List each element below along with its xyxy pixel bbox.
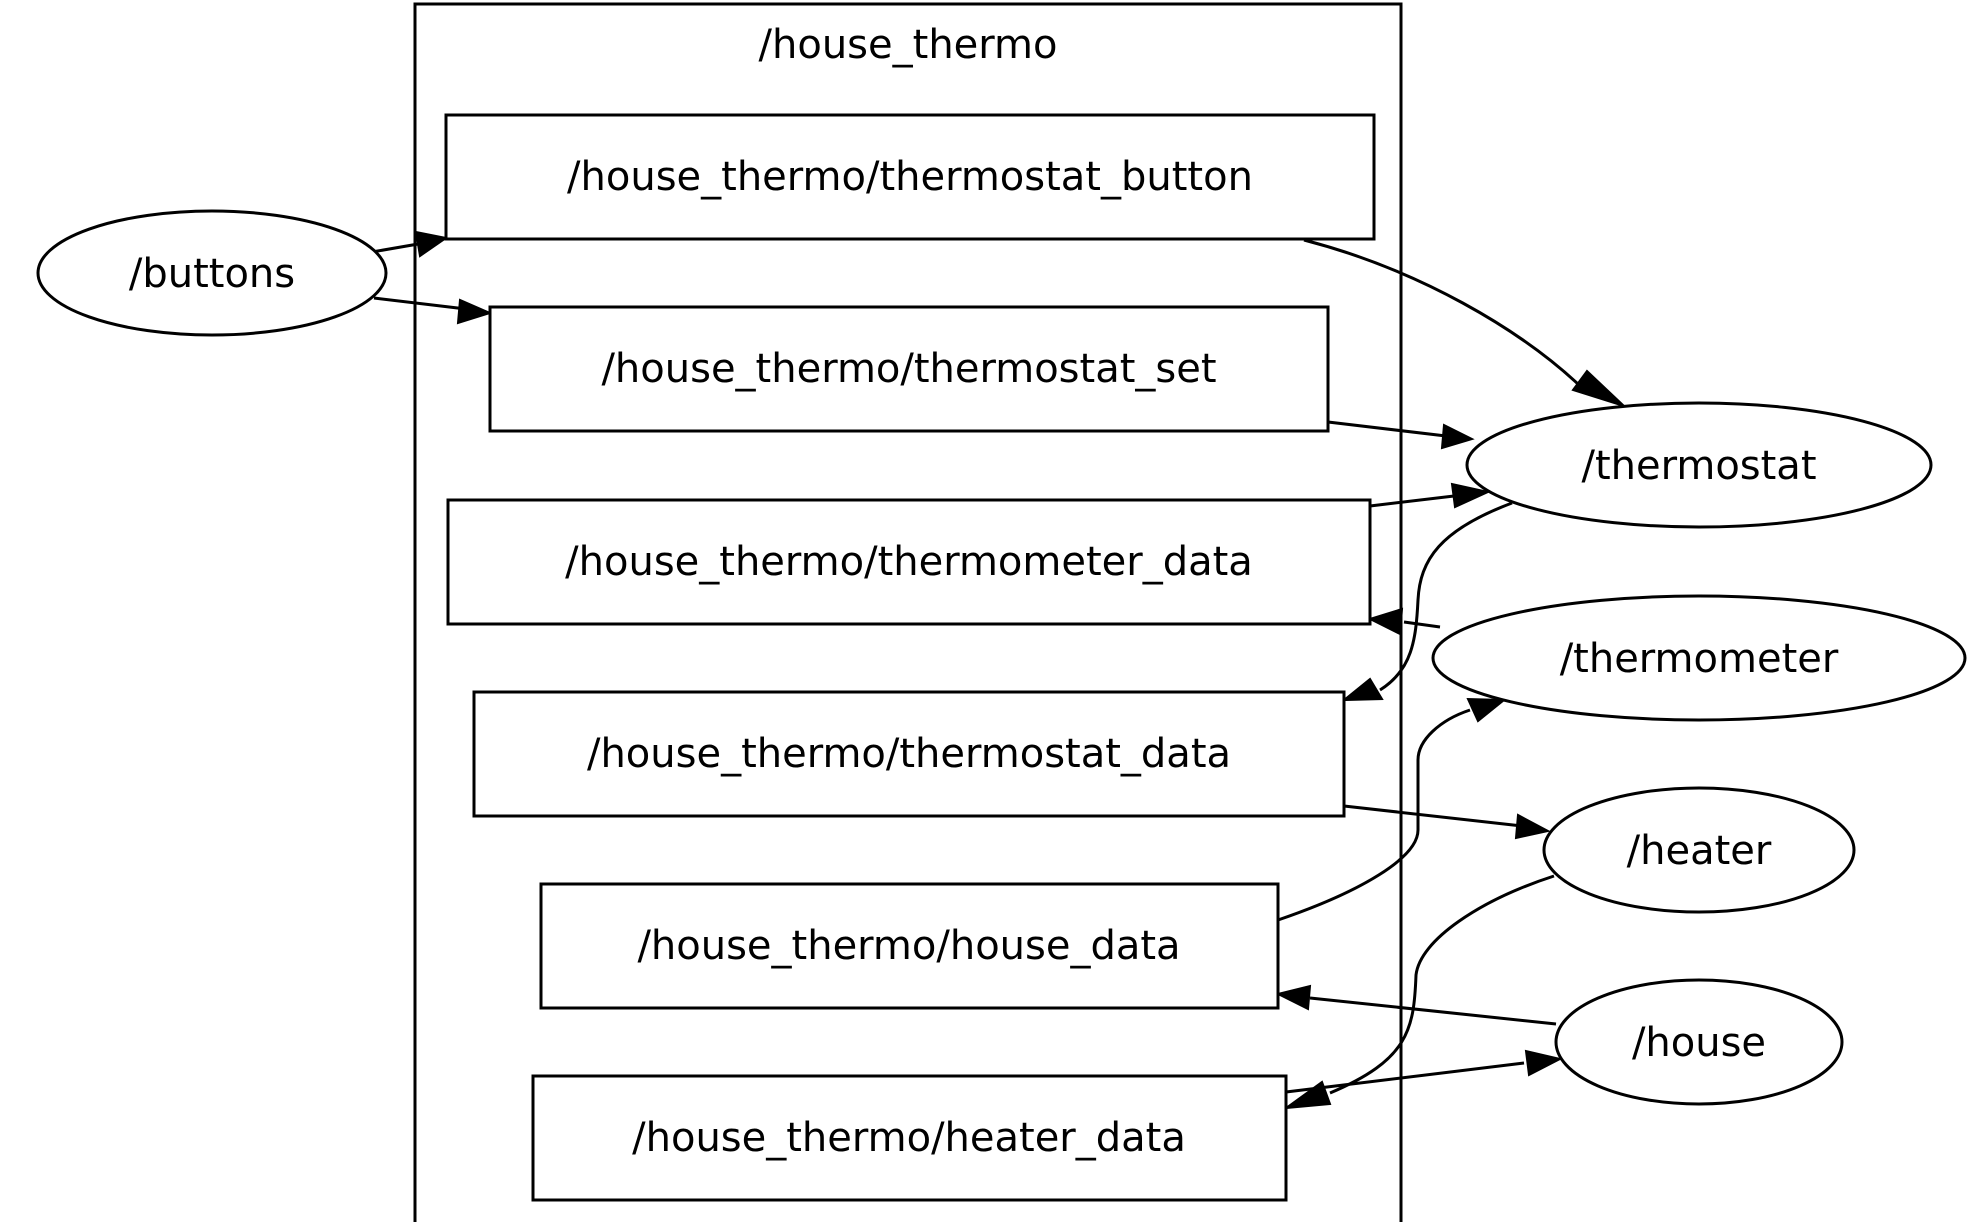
node-heater-ellipse <box>1542 786 1856 914</box>
edge-thermometer-data-to-thermostat <box>1369 494 1455 508</box>
node-buttons-label: /buttons <box>129 251 295 297</box>
node-heater-label: /heater <box>1627 828 1772 874</box>
topic-thermostat-set-box <box>488 305 1330 433</box>
node-thermometer[interactable]: /thermometer <box>1431 594 1967 722</box>
arrowhead-thermometer-data <box>1367 607 1404 636</box>
edge-thermostat-to-thermostat-data <box>1379 501 1513 692</box>
topic-thermostat-set-label: /house_thermo/thermostat_set <box>601 346 1216 392</box>
topic-heater-data-box <box>531 1074 1288 1202</box>
topic-house-data-box <box>539 882 1280 1010</box>
topic-house-data[interactable]: /house_thermo/house_data <box>539 882 1280 1010</box>
edge-heater-data-to-house <box>1285 1061 1525 1094</box>
arrowhead-heater-data <box>1282 1080 1332 1110</box>
topic-thermostat-button-label: /house_thermo/thermostat_button <box>567 154 1253 200</box>
edge-buttons-to-thermostat-set <box>373 296 467 311</box>
node-thermostat[interactable]: /thermostat <box>1465 401 1933 529</box>
edge-thermostat-data-to-heater <box>1343 804 1523 828</box>
cluster-label: /house_thermo <box>759 22 1058 68</box>
node-thermometer-ellipse <box>1431 594 1967 722</box>
edge-heater-to-heater-data <box>1329 874 1555 1095</box>
topic-heater-data[interactable]: /house_thermo/heater_data <box>531 1074 1288 1202</box>
node-house-label: /house <box>1632 1020 1766 1066</box>
node-thermostat-ellipse <box>1465 401 1933 529</box>
edge-house-data-to-thermometer <box>1277 708 1471 922</box>
edge-thermostat-set-to-thermostat <box>1327 420 1447 438</box>
node-house[interactable]: /house <box>1554 978 1844 1106</box>
topic-thermometer-data-box <box>446 498 1372 626</box>
arrowhead-thermometer <box>1466 697 1507 723</box>
edge-thermometer-to-thermometer-data <box>1403 620 1441 629</box>
arrowhead-thermostat-from-thermometer-data <box>1450 482 1492 509</box>
arrowhead-thermostat-from-button <box>1571 369 1625 407</box>
topic-house-data-label: /house_thermo/house_data <box>637 923 1180 969</box>
arrowhead-thermostat-from-set <box>1440 423 1475 450</box>
edge-house-to-house-data <box>1309 996 1557 1026</box>
topic-thermostat-button[interactable]: /house_thermo/thermostat_button <box>444 113 1376 241</box>
node-buttons[interactable]: /buttons <box>36 209 388 337</box>
arrowhead-thermostat-button <box>414 230 449 258</box>
topic-thermometer-data-label: /house_thermo/thermometer_data <box>565 539 1253 585</box>
topic-thermostat-data-label: /house_thermo/thermostat_data <box>587 731 1231 777</box>
arrowhead-thermostat-data <box>1341 677 1384 702</box>
node-heater[interactable]: /heater <box>1542 786 1856 914</box>
node-house-ellipse <box>1554 978 1844 1106</box>
topic-thermostat-button-box <box>444 113 1376 241</box>
topic-thermostat-set[interactable]: /house_thermo/thermostat_set <box>488 305 1330 433</box>
edge-buttons-to-thermostat-button <box>371 241 425 254</box>
topic-thermostat-data[interactable]: /house_thermo/thermostat_data <box>472 690 1346 818</box>
node-buttons-ellipse <box>36 209 388 337</box>
arrowhead-heater <box>1514 813 1551 840</box>
node-thermostat-label: /thermostat <box>1581 443 1816 489</box>
arrowhead-house <box>1524 1049 1563 1077</box>
arrowhead-thermostat-set <box>456 298 493 325</box>
topic-heater-data-label: /house_thermo/heater_data <box>632 1115 1186 1161</box>
topic-thermometer-data[interactable]: /house_thermo/thermometer_data <box>446 498 1372 626</box>
node-thermometer-label: /thermometer <box>1560 636 1839 682</box>
arrowhead-house-data <box>1275 984 1312 1011</box>
edge-thermostat-button-to-thermostat <box>1303 238 1580 386</box>
topic-thermostat-data-box <box>472 690 1346 818</box>
